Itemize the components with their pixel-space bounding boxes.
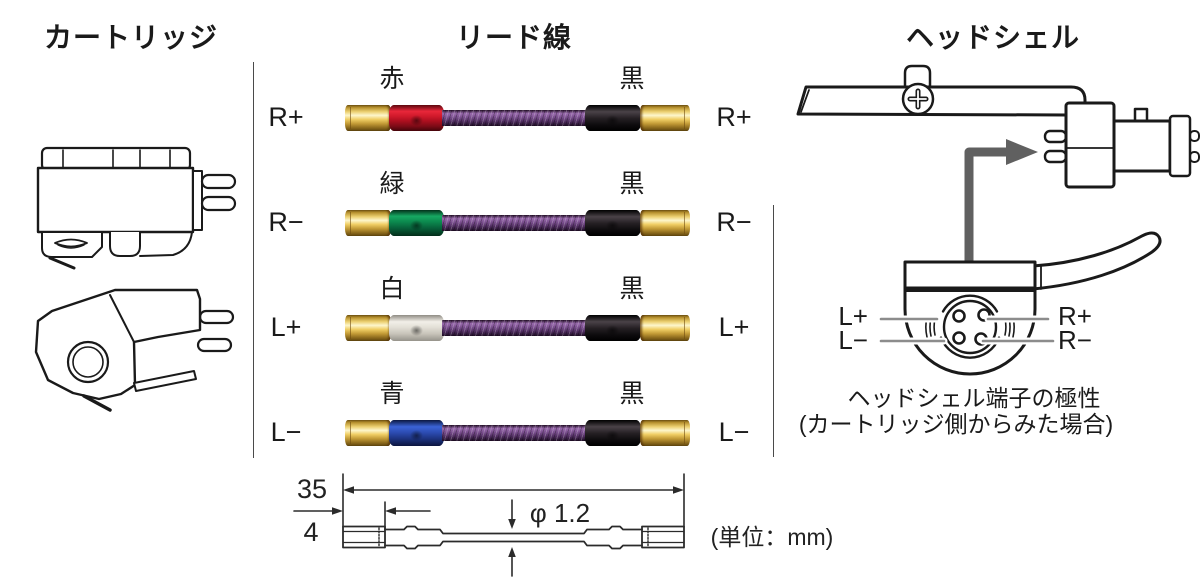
cartridge-angled-view-drawing	[34, 288, 235, 412]
cartridge-side-view-drawing	[36, 146, 237, 270]
headshell-caption-line2: (カートリッジ側からみた場合)	[798, 411, 1114, 437]
gold-connector	[345, 315, 391, 341]
gold-connector	[345, 105, 391, 131]
headshell-terminal-label: R+	[1058, 301, 1092, 331]
sleeve-color-label: 黒	[619, 380, 645, 408]
divider-right	[773, 205, 774, 457]
black-sleeve	[585, 210, 641, 236]
colored-sleeve	[389, 105, 444, 131]
sleeve-color-label: 赤	[379, 65, 405, 93]
divider-left	[253, 62, 254, 458]
right-terminal-label: L−	[718, 417, 750, 447]
right-terminal-label: R+	[716, 102, 752, 132]
headshell-drawing	[796, 64, 1200, 376]
left-terminal-label: L+	[270, 312, 302, 342]
sleeve-color-label: 青	[379, 380, 405, 408]
cartridge-section-title: カートリッジ	[43, 22, 218, 53]
gold-connector	[640, 210, 690, 236]
gold-connector	[640, 105, 690, 131]
wire-cable	[442, 110, 587, 126]
colored-sleeve	[389, 420, 444, 446]
colored-sleeve	[389, 315, 444, 341]
lead-wire-photo	[345, 104, 690, 132]
gold-connector	[640, 315, 690, 341]
headshell-rear-view-drawing	[877, 231, 1162, 376]
colored-sleeve	[389, 210, 444, 236]
headshell-terminal-label: L−	[838, 325, 868, 355]
headshell-section-title: ヘッドシェル	[905, 22, 1080, 53]
lead-wire-row: L− 青 黒 L−	[0, 381, 790, 477]
right-terminal-label: R−	[716, 207, 752, 237]
connector-length-label: 4	[303, 517, 319, 547]
lead-wire-row: L+ 白 黒 L+	[0, 276, 790, 372]
black-sleeve	[585, 315, 641, 341]
lead-wire-section-title: リード線	[455, 22, 572, 53]
gold-connector	[345, 210, 391, 236]
lead-wire-row: R− 緑 黒 R−	[0, 171, 790, 267]
wire-cable	[442, 215, 587, 231]
gold-connector	[640, 420, 690, 446]
wire-diameter-label: φ 1.2	[529, 498, 591, 528]
left-terminal-label: R+	[268, 102, 304, 132]
gold-connector	[345, 420, 391, 446]
dimension-drawing	[293, 473, 685, 577]
wire-cable	[442, 320, 587, 336]
black-sleeve	[585, 420, 641, 446]
lead-wire-photo	[345, 209, 690, 237]
lead-wire-row: R+ 赤 黒 R+	[0, 66, 790, 162]
left-terminal-label: L−	[270, 417, 302, 447]
sleeve-color-label: 黒	[619, 170, 645, 198]
unit-note: (単位：mm)	[710, 524, 834, 550]
sleeve-color-label: 白	[379, 275, 405, 303]
lead-wire-photo	[345, 419, 690, 447]
headshell-side-view-drawing	[796, 64, 1200, 189]
headshell-caption-line1: ヘッドシェル端子の極性	[847, 385, 1101, 411]
lead-wire-photo	[345, 314, 690, 342]
headshell-terminal-label: R−	[1058, 325, 1092, 355]
polarity-pointer-lines	[877, 315, 1057, 345]
left-terminal-label: R−	[268, 207, 304, 237]
wire-outline-drawing	[342, 525, 685, 550]
cartridge-install-arrow	[964, 139, 1038, 267]
dimension-lines	[293, 473, 685, 577]
black-sleeve	[585, 105, 641, 131]
wire-cable	[442, 425, 587, 441]
overall-length-label: 35	[296, 474, 328, 504]
sleeve-color-label: 黒	[619, 275, 645, 303]
right-terminal-label: L+	[718, 312, 750, 342]
sleeve-color-label: 緑	[379, 170, 405, 198]
sleeve-color-label: 黒	[619, 65, 645, 93]
headshell-terminal-label: L+	[838, 301, 868, 331]
cartridge-drawings	[34, 146, 237, 412]
